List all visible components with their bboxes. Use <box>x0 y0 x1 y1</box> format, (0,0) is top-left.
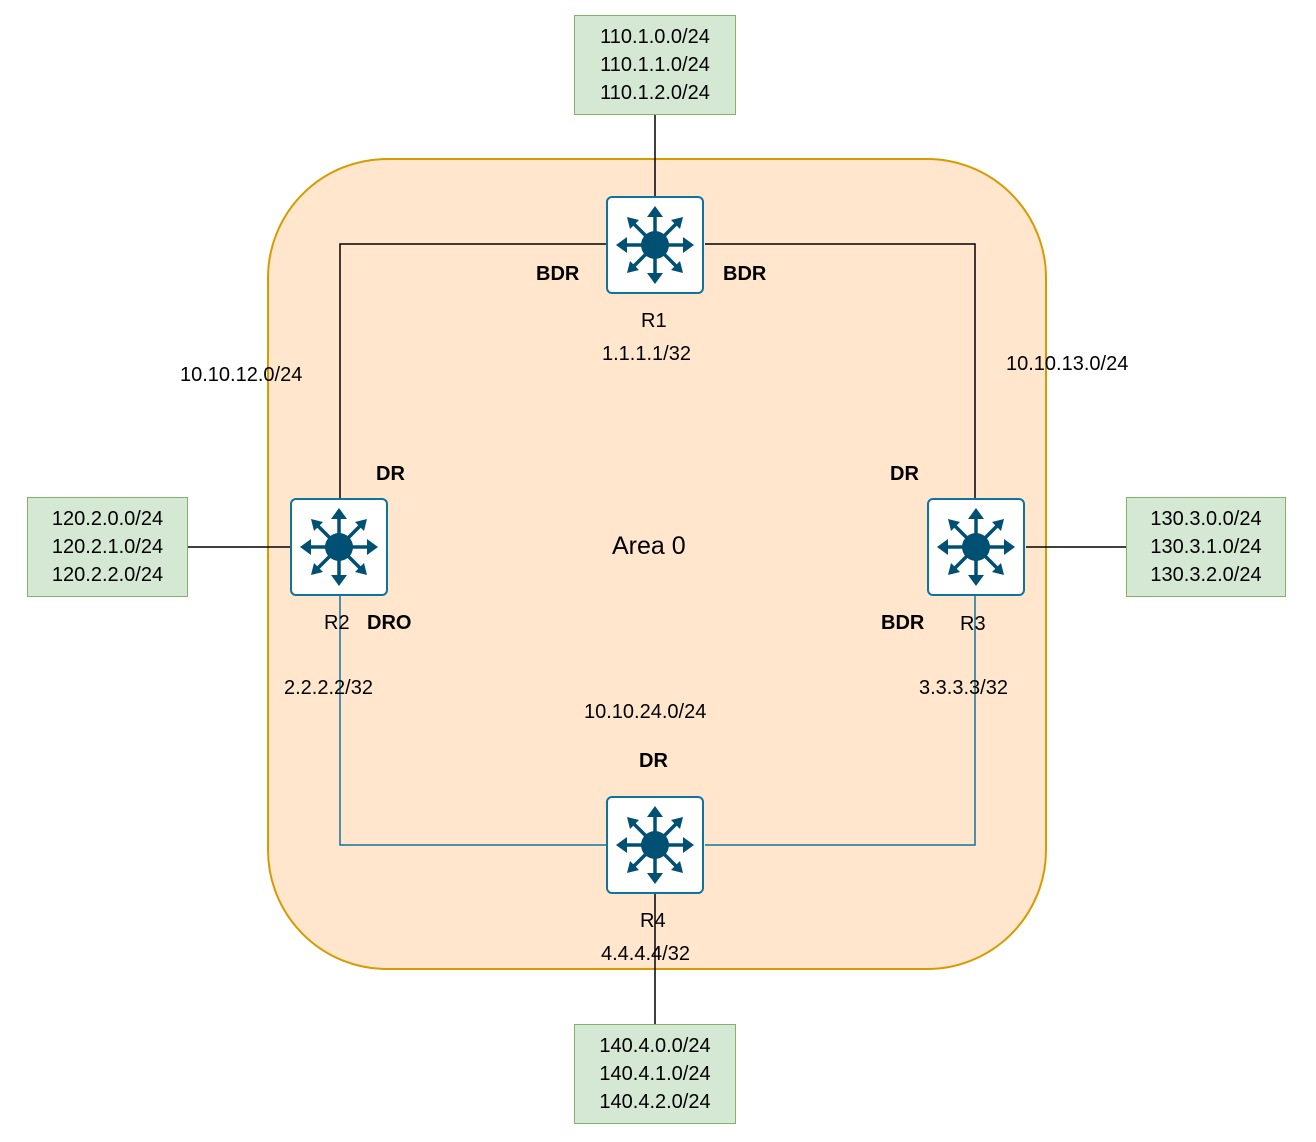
network-prefix: 120.2.2.0/24 <box>51 564 164 586</box>
network-box-r3[interactable]: 130.3.0.0/24 130.3.1.0/24 130.3.2.0/24 <box>1126 497 1286 597</box>
network-prefix: 110.1.0.0/24 <box>600 26 710 48</box>
router-r1-name: R1 <box>641 310 667 332</box>
network-prefix: 140.4.0.0/24 <box>599 1035 711 1057</box>
router-r4-loopback: 4.4.4.4/32 <box>601 943 690 965</box>
router-r1[interactable] <box>606 196 704 294</box>
network-prefix: 110.1.1.0/24 <box>600 54 710 76</box>
link-r3-r4 <box>705 596 976 846</box>
network-prefix: 140.4.1.0/24 <box>599 1063 711 1085</box>
network-prefix: 130.3.1.0/24 <box>1150 536 1262 558</box>
router-r3-loopback: 3.3.3.3/32 <box>919 677 1008 699</box>
network-box-r1[interactable]: 110.1.0.0/24 110.1.1.0/24 110.1.2.0/24 <box>574 15 736 115</box>
link-r2-r4-r3-subnet: 10.10.24.0/24 <box>584 701 707 723</box>
router-r3[interactable] <box>927 498 1025 596</box>
router-icon <box>616 806 694 884</box>
network-box-r4[interactable]: 140.4.0.0/24 140.4.1.0/24 140.4.2.0/24 <box>574 1024 736 1124</box>
link-r1-r3 <box>705 243 976 498</box>
link-r2-r4 <box>339 596 607 846</box>
role-r2-bottom: DRO <box>367 612 412 634</box>
network-prefix: 140.4.2.0/24 <box>599 1091 711 1113</box>
router-r4[interactable] <box>606 796 704 894</box>
role-r1-right: BDR <box>723 263 767 285</box>
router-r2-name: R2 <box>324 612 350 634</box>
network-prefix: 120.2.0.0/24 <box>51 508 164 530</box>
router-icon <box>937 508 1015 586</box>
link-r1-r2-subnet: 10.10.12.0/24 <box>180 364 303 386</box>
router-r2[interactable] <box>290 498 388 596</box>
network-prefix: 130.3.2.0/24 <box>1150 564 1262 586</box>
network-box-r2[interactable]: 120.2.0.0/24 120.2.1.0/24 120.2.2.0/24 <box>27 497 188 597</box>
area-label: Area 0 <box>612 532 686 560</box>
router-icon <box>300 508 378 586</box>
router-icon <box>616 206 694 284</box>
router-r1-loopback: 1.1.1.1/32 <box>602 343 691 365</box>
network-prefix: 110.1.2.0/24 <box>600 82 710 104</box>
network-prefix: 130.3.0.0/24 <box>1150 508 1262 530</box>
router-r2-loopback: 2.2.2.2/32 <box>284 677 373 699</box>
network-prefix: 120.2.1.0/24 <box>51 536 164 558</box>
router-r3-name: R3 <box>960 613 986 635</box>
link-r1-r3-subnet: 10.10.13.0/24 <box>1006 353 1129 375</box>
role-r2-top: DR <box>376 463 405 485</box>
role-r4-top: DR <box>639 750 668 772</box>
role-r1-left: BDR <box>536 263 580 285</box>
link-r1-r2 <box>339 243 607 498</box>
role-r3-top: DR <box>890 463 919 485</box>
role-r3-bottom: BDR <box>881 612 925 634</box>
router-r4-name: R4 <box>640 910 666 932</box>
